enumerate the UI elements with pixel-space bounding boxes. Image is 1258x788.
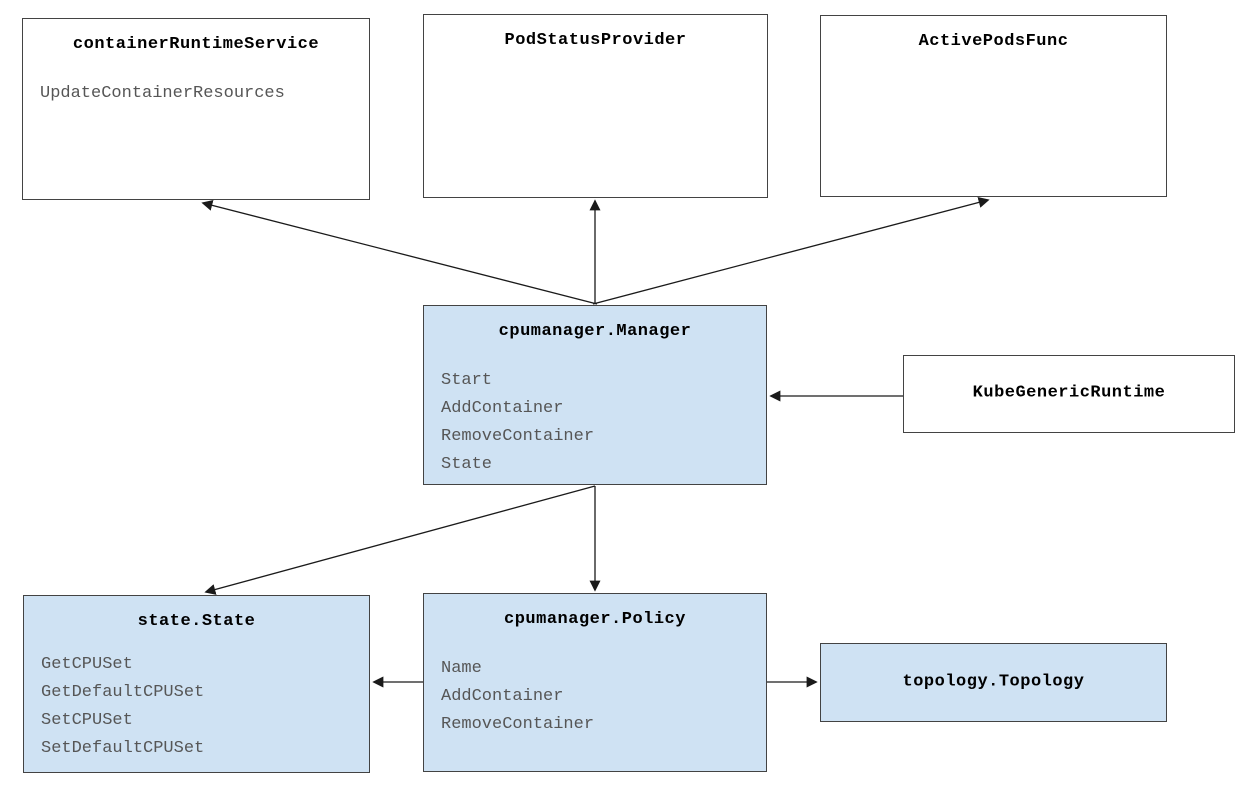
class-box-container-runtime-service: containerRuntimeService UpdateContainerR… (22, 18, 370, 200)
box-title: KubeGenericRuntime (972, 383, 1166, 403)
method-list: Start AddContainer RemoveContainer State (424, 367, 766, 479)
arrow-manager-to-state-state (204, 485, 596, 595)
box-title: cpumanager.Policy (504, 610, 686, 629)
method-label: Start (441, 371, 493, 390)
box-title: containerRuntimeService (72, 35, 320, 54)
class-box-pod-status-provider: PodStatusProvider (423, 14, 768, 198)
class-box-topology-topology: topology.Topology (820, 643, 1167, 722)
method-list: GetCPUSet GetDefaultCPUSet SetCPUSet Set… (24, 651, 369, 763)
method-label: SetDefaultCPUSet (41, 739, 205, 758)
method-label: AddContainer (441, 687, 564, 706)
class-box-state-state: state.State GetCPUSet GetDefaultCPUSet S… (23, 595, 370, 773)
method-label: AddContainer (441, 399, 564, 418)
box-title: ActivePodsFunc (918, 32, 1069, 51)
method-label: RemoveContainer (441, 427, 595, 446)
method-label: RemoveContainer (441, 715, 595, 734)
method-label: Name (441, 659, 482, 678)
method-label: State (441, 455, 493, 474)
method-label: UpdateContainerResources (40, 84, 285, 103)
box-title: PodStatusProvider (504, 31, 687, 50)
box-title: topology.Topology (902, 672, 1085, 692)
class-box-active-pods-func: ActivePodsFunc (820, 15, 1167, 197)
box-title: cpumanager.Manager (498, 322, 692, 341)
method-label: SetCPUSet (41, 711, 133, 730)
box-title: state.State (137, 612, 256, 631)
method-list: Name AddContainer RemoveContainer (424, 655, 766, 739)
class-box-kube-generic-runtime: KubeGenericRuntime (903, 355, 1235, 433)
method-list: UpdateContainerResources (23, 80, 369, 108)
arrow-manager-to-active-pods-func (592, 197, 990, 305)
arrow-manager-to-container-runtime-service (201, 199, 598, 305)
class-box-cpumanager-policy: cpumanager.Policy Name AddContainer Remo… (423, 593, 767, 772)
method-label: GetCPUSet (41, 655, 133, 674)
method-label: GetDefaultCPUSet (41, 683, 205, 702)
class-box-cpumanager-manager: cpumanager.Manager Start AddContainer Re… (423, 305, 767, 485)
